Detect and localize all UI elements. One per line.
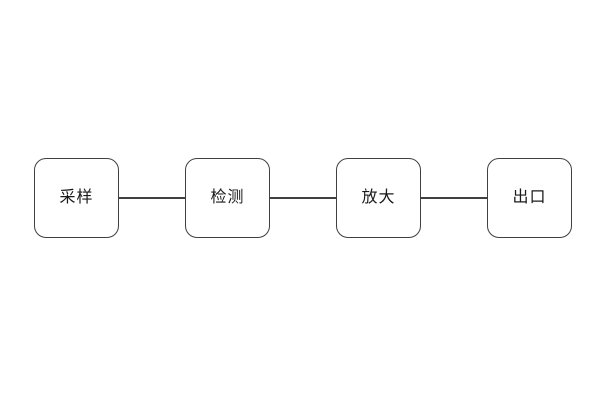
flow-node-output-label: 出口 xyxy=(512,189,547,206)
connector-line-1 xyxy=(119,197,185,199)
flow-node-detection: 检测 xyxy=(185,158,270,238)
flow-node-sampling-label: 采样 xyxy=(59,189,94,206)
flow-node-sampling: 采样 xyxy=(34,158,119,238)
flow-node-amplification: 放大 xyxy=(336,158,421,238)
connector-line-2 xyxy=(270,197,336,199)
flow-node-detection-label: 检测 xyxy=(210,189,245,206)
flow-node-amplification-label: 放大 xyxy=(361,189,396,206)
connector-line-3 xyxy=(421,197,487,199)
flow-row: 采样 检测 放大 出口 xyxy=(34,158,572,238)
flow-node-output: 出口 xyxy=(487,158,572,238)
